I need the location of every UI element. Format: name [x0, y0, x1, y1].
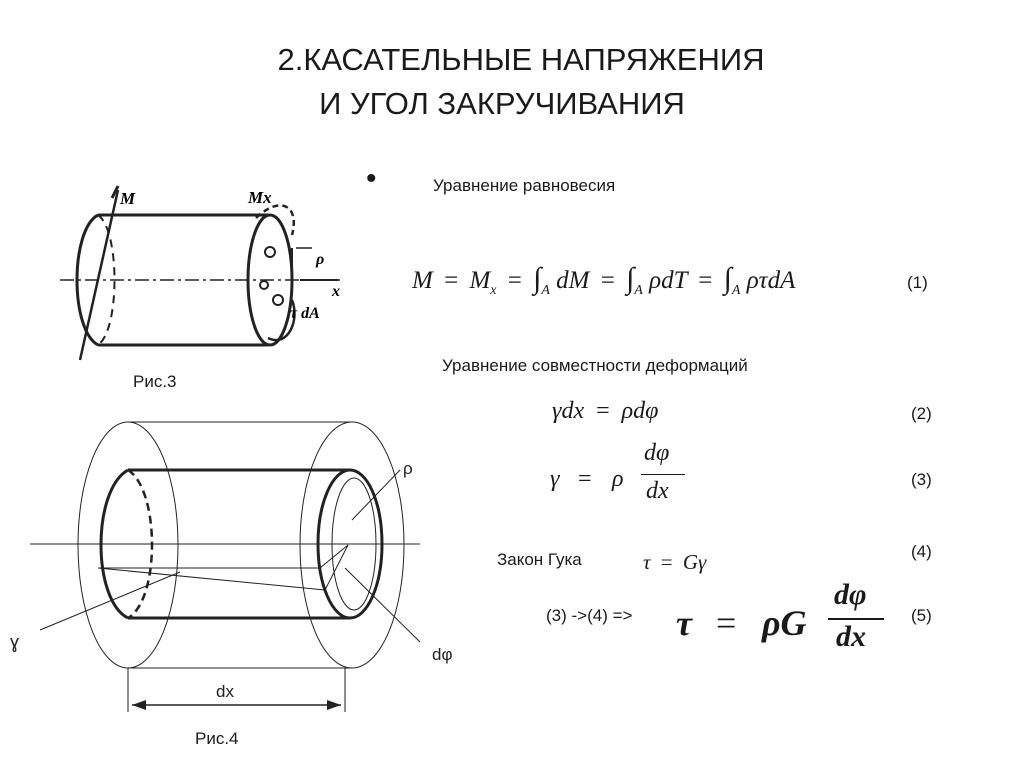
eq-number-2: (2) [911, 404, 932, 423]
fig3-label-taudA: τ dA [290, 305, 320, 322]
hooke-label: Закон Гука [497, 550, 582, 569]
slide-title: 2.КАСАТЕЛЬНЫЕ НАПРЯЖЕНИЯ И УГОЛ ЗАКРУЧИВ… [0, 38, 1024, 126]
substitution-label: (3) ->(4) => [546, 606, 633, 625]
bullet-icon: • [366, 162, 377, 195]
fig4-label-gamma: ɣ [10, 632, 19, 652]
fig4-label-rho: ρ [403, 459, 413, 478]
equation-2: γdx = ρdφ [552, 398, 659, 424]
eq-number-4: (4) [911, 542, 932, 561]
title-line-1: 2.КАСАТЕЛЬНЫЕ НАПРЯЖЕНИЯ [277, 42, 765, 77]
equation-1: M = Mx = ∫A dM = ∫A ρdT = ∫A ρτdA [412, 262, 796, 298]
fig4-caption: Рис.4 [195, 729, 239, 748]
title-line-2: И УГОЛ ЗАКРУЧИВАНИЯ [319, 86, 685, 121]
compatibility-label: Уравнение совместности деформаций [442, 356, 748, 375]
fig4-label-dx: dx [216, 682, 234, 701]
eq-number-5: (5) [911, 606, 932, 625]
fig3-label-rho: ρ [315, 251, 324, 268]
fig4-label-dphi: dφ [432, 645, 452, 664]
equilibrium-label: Уравнение равновесия [433, 176, 616, 195]
fig3-caption: Рис.3 [133, 372, 177, 391]
fig3-label-mx: Mx [247, 188, 272, 207]
equation-5: τ = ρG dφ dx [676, 578, 896, 658]
eq-number-1: (1) [907, 273, 928, 292]
fig3-label-m: M [119, 189, 136, 208]
fig3-label-x: x [331, 283, 340, 300]
eq-number-3: (3) [911, 470, 932, 489]
equation-4: τ = Gγ [643, 550, 707, 574]
